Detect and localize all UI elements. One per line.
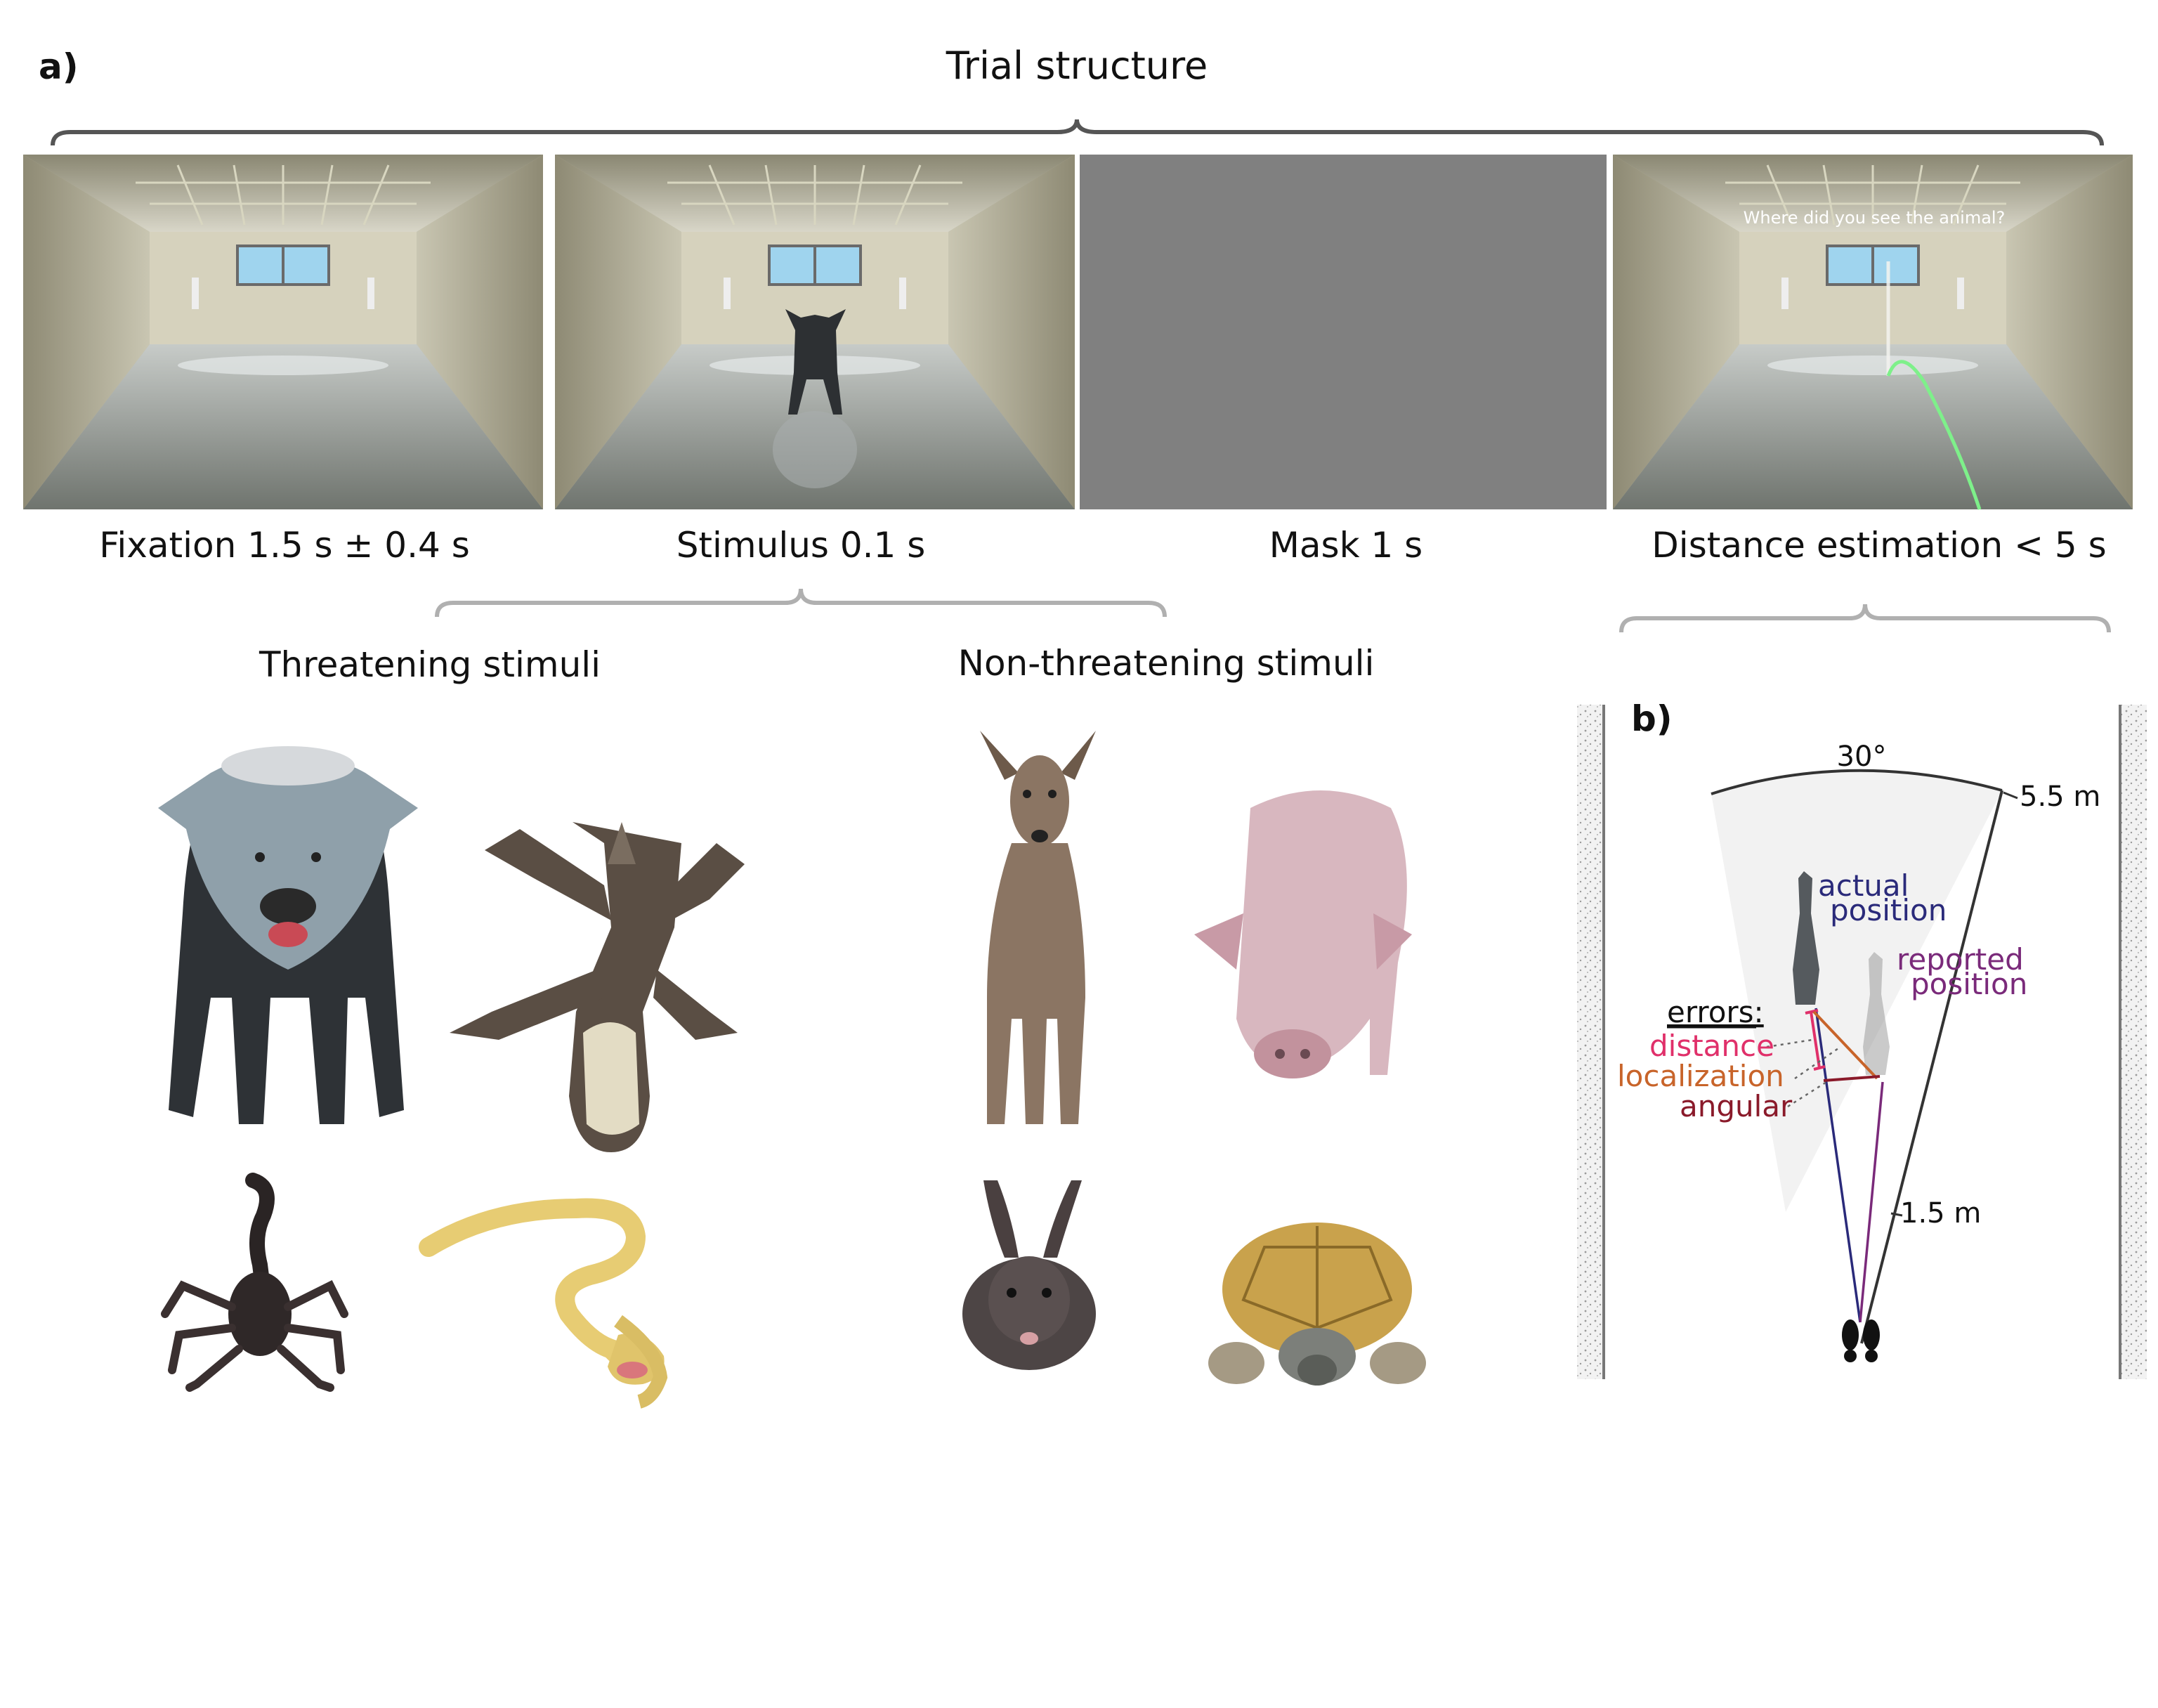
error-localization-label: localization [1617, 1059, 1784, 1093]
reported-position-marker [1863, 952, 1890, 1075]
panel-b-label: b) [1631, 698, 1673, 739]
localization-error [1812, 1010, 1878, 1080]
footprints-icon [1842, 1319, 1880, 1362]
right-wall [2120, 705, 2147, 1379]
phase-label-estimation: Distance estimation < 5 s [1652, 525, 2106, 566]
actual-label-line2: position [1830, 893, 1947, 927]
field-of-view [1711, 770, 2002, 1212]
trial-structure-title: Trial structure [946, 44, 1208, 88]
trial-brace [51, 119, 2104, 146]
panel-a-label: a) [39, 46, 79, 87]
phase-label-fixation: Fixation 1.5 s ± 0.4 s [99, 525, 470, 566]
pig-image [1194, 790, 1412, 1078]
rabbit-image [962, 1180, 1096, 1370]
distance-error [1810, 1011, 1821, 1069]
actual-ray [1814, 1008, 1862, 1323]
errors-title: errors: [1667, 995, 1764, 1029]
stimulus-brace [435, 588, 1167, 618]
actual-position-marker [1793, 871, 1819, 1005]
near-distance-label: 1.5 m [1900, 1197, 1981, 1230]
fov-right-edge [1860, 790, 2003, 1344]
wolf-image [158, 746, 418, 1124]
threatening-title: Threatening stimuli [259, 644, 601, 685]
reported-label-line2: position [1911, 967, 2027, 1001]
mask-screen [1080, 155, 1607, 509]
phase-label-stimulus: Stimulus 0.1 s [676, 525, 926, 566]
non-threatening-title: Non-threatening stimuli [958, 643, 1375, 684]
tortoise-image [1208, 1223, 1426, 1386]
distance-estimation-screen: Where did you see the animal? [1613, 155, 2133, 510]
error-distance-label: distance [1649, 1029, 1774, 1063]
snake-image [419, 1198, 668, 1409]
error-angular-label: angular [1680, 1089, 1793, 1123]
pointer-trajectory [1886, 360, 1982, 510]
angle-label: 30° [1837, 741, 1887, 773]
estimation-brace [1619, 604, 2111, 633]
reported-ray [1859, 1081, 1884, 1323]
far-distance-label: 5.5 m [2020, 781, 2100, 813]
crocodile-image [450, 822, 745, 1152]
wolf-in-room [773, 309, 857, 488]
phase-label-mask: Mask 1 s [1269, 525, 1423, 566]
actual-label-line1: actual [1818, 868, 1909, 903]
deer-image [980, 731, 1096, 1124]
estimation-prompt: Where did you see the animal? [1744, 208, 2006, 228]
stimulus-screen [555, 155, 1075, 509]
fixation-screen [23, 155, 543, 509]
angular-error [1823, 1075, 1881, 1082]
scorpion-image [161, 1173, 348, 1392]
panel-b: b) 30° 5.5 m 1.5 m actual position repor… [1577, 698, 2147, 1379]
reported-label-line1: reported [1897, 942, 2024, 977]
left-wall [1577, 705, 1604, 1379]
fov-arc [1711, 769, 2003, 795]
